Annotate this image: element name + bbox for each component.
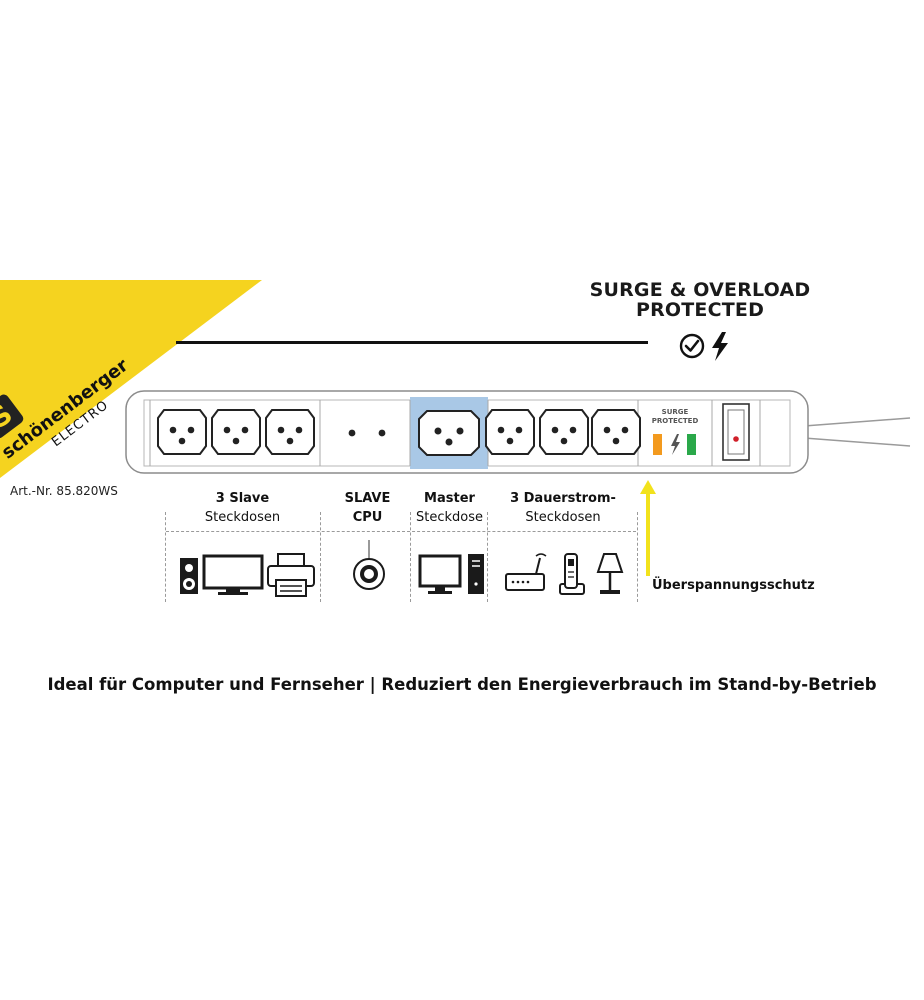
arrow-up-icon	[640, 480, 656, 494]
surge-overload-title: SURGE & OVERLOAD PROTECTED	[560, 280, 840, 320]
round-socket-icon	[353, 540, 385, 590]
slave-socket	[157, 409, 207, 455]
section-subtitle: CPU	[352, 510, 383, 525]
section-title: 3 Slave	[215, 491, 270, 506]
permanent-socket	[591, 409, 641, 455]
section-title: SLAVE	[344, 491, 391, 506]
surge-title-line2: PROTECTED	[635, 299, 765, 321]
permanent-socket	[485, 409, 535, 455]
section-permanent-label: 3 Dauerstrom- Steckdosen	[488, 489, 638, 527]
master-socket	[418, 410, 480, 456]
surge-indicator-green	[687, 434, 696, 455]
monitor-icon	[418, 554, 462, 594]
tagline: Ideal für Computer und Fernseher | Reduz…	[47, 675, 877, 694]
section-slave-label: 3 Slave Steckdosen	[165, 489, 320, 527]
section-title: 3 Dauerstrom-	[510, 491, 616, 506]
switch-indicator-dot	[733, 436, 739, 442]
section-separator	[487, 512, 488, 602]
monitor-icon	[202, 554, 264, 595]
section-slave-cpu-label: SLAVE CPU	[325, 489, 410, 527]
brand-badge-icon	[0, 394, 24, 439]
surge-module-line2: PROTECTED	[652, 417, 699, 425]
header-rule	[176, 341, 648, 344]
power-cable	[803, 417, 911, 427]
section-separator	[165, 512, 166, 602]
small-bolt-icon	[671, 434, 680, 455]
lamp-icon	[596, 553, 624, 594]
slave-cpu-socket	[348, 429, 386, 437]
pc-tower-icon	[468, 554, 484, 594]
section-title: Master	[424, 491, 475, 506]
section-separator	[320, 512, 321, 602]
cordless-phone-icon	[559, 553, 585, 595]
surge-arrow	[640, 480, 656, 576]
article-number: Art.-Nr. 85.820WS	[10, 484, 118, 498]
lightning-bolt-icon	[712, 332, 728, 361]
surge-module: SURGE PROTECTED	[652, 408, 699, 455]
section-subtitle: Steckdosen	[525, 510, 601, 525]
permanent-socket	[539, 409, 589, 455]
section-master-label: Master Steckdose	[412, 489, 487, 527]
router-icon	[505, 553, 547, 591]
surge-protection-label: Überspannungsschutz	[652, 578, 815, 593]
device-icons	[180, 540, 624, 597]
printer-icon	[267, 553, 315, 597]
speaker-icon	[180, 558, 198, 594]
power-switch	[722, 403, 750, 461]
surge-module-line1: SURGE	[662, 408, 689, 416]
yellow-brand-triangle	[0, 280, 262, 478]
surge-title-line1: SURGE & OVERLOAD	[589, 279, 811, 301]
power-strip: SURGE PROTECTED	[125, 390, 911, 474]
slave-socket	[211, 409, 261, 455]
section-divider-line	[166, 531, 636, 532]
surge-header-icons	[679, 332, 728, 361]
surge-indicator-orange	[653, 434, 662, 455]
section-subtitle: Steckdosen	[204, 510, 281, 525]
check-circle-icon	[679, 333, 705, 359]
slave-socket	[265, 409, 315, 455]
section-subtitle: Steckdose	[416, 510, 483, 525]
section-separator	[410, 512, 411, 602]
section-separator	[637, 512, 638, 602]
